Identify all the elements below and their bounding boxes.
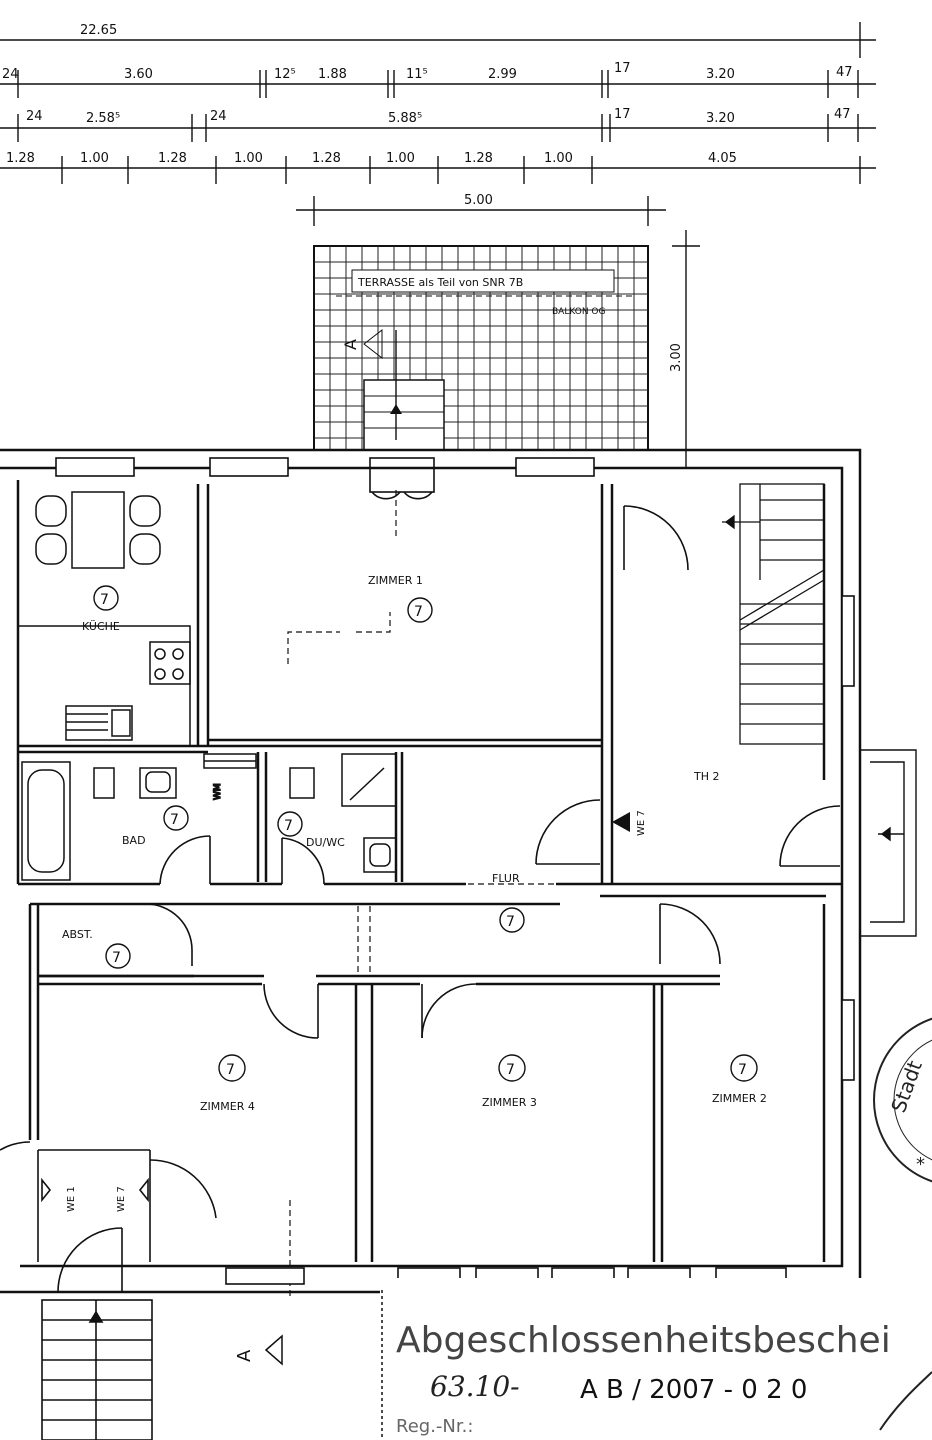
svg-text:1.00: 1.00 bbox=[80, 151, 109, 166]
svg-text:3.20: 3.20 bbox=[706, 111, 735, 126]
svg-text:11⁵: 11⁵ bbox=[406, 67, 428, 82]
svg-text:7: 7 bbox=[284, 818, 293, 834]
flur-label: FLUR bbox=[492, 872, 520, 885]
entrance-arrow-icon bbox=[612, 812, 630, 832]
svg-text:7: 7 bbox=[738, 1062, 747, 1078]
svg-text:4.05: 4.05 bbox=[708, 151, 737, 166]
svg-text:7: 7 bbox=[226, 1062, 235, 1078]
zimmer3-label: ZIMMER 3 bbox=[482, 1096, 537, 1109]
staircase bbox=[722, 483, 825, 745]
dim-terrace-width: 5.00 bbox=[464, 193, 493, 208]
th2-label: TH 2 bbox=[693, 770, 720, 783]
svg-text:Stadt: Stadt bbox=[886, 1057, 927, 1115]
svg-text:7: 7 bbox=[170, 812, 179, 828]
svg-text:1.00: 1.00 bbox=[544, 151, 573, 166]
svg-text:24: 24 bbox=[210, 109, 227, 124]
svg-text:47: 47 bbox=[834, 107, 851, 122]
dimension-labels: 22.65 24 3.60 12⁵ 1.88 11⁵ 2.99 17 3.20 … bbox=[2, 23, 853, 372]
svg-text:7: 7 bbox=[506, 1062, 515, 1078]
doors bbox=[57, 457, 841, 1293]
reg-label: Reg.-Nr.: bbox=[396, 1416, 473, 1437]
svg-text:2.58⁵: 2.58⁵ bbox=[86, 111, 120, 126]
right-annex bbox=[860, 749, 917, 937]
terrace-label: TERRASSE als Teil von SNR 7B bbox=[357, 276, 523, 289]
dimension-chains bbox=[0, 22, 876, 468]
certificate-block: Abgeschlossenheitsbeschei 63.10- A B / 2… bbox=[380, 1278, 932, 1440]
we7-label: WE 7 bbox=[636, 810, 647, 836]
svg-text:A: A bbox=[234, 1349, 255, 1362]
certificate-title: Abgeschlossenheitsbeschei bbox=[396, 1320, 891, 1361]
dim-total: 22.65 bbox=[80, 23, 117, 38]
bad-label: BAD bbox=[122, 834, 146, 847]
svg-text:12⁵: 12⁵ bbox=[274, 67, 296, 82]
svg-text:2.99: 2.99 bbox=[488, 67, 517, 82]
windows bbox=[55, 457, 855, 1285]
svg-text:24: 24 bbox=[2, 67, 19, 82]
svg-text:7: 7 bbox=[112, 950, 121, 966]
svg-text:7: 7 bbox=[414, 604, 423, 620]
dim-terrace-depth: 3.00 bbox=[669, 343, 684, 372]
bathroom-fixtures: WM bbox=[21, 753, 397, 881]
svg-text:1.28: 1.28 bbox=[6, 151, 35, 166]
wm-label: WM bbox=[213, 783, 223, 800]
svg-text:A: A bbox=[341, 339, 360, 350]
svg-text:1.28: 1.28 bbox=[464, 151, 493, 166]
svg-text:5.88⁵: 5.88⁵ bbox=[388, 111, 422, 126]
svg-text:7: 7 bbox=[100, 592, 109, 608]
svg-text:1.28: 1.28 bbox=[158, 151, 187, 166]
section-marker: A bbox=[234, 1334, 283, 1366]
svg-text:*: * bbox=[916, 1154, 925, 1175]
walls bbox=[0, 448, 862, 1294]
we1-label: WE 1 bbox=[66, 1186, 77, 1212]
kitchen-furniture bbox=[18, 491, 191, 746]
svg-text:1.28: 1.28 bbox=[312, 151, 341, 166]
abst-label: ABST. bbox=[62, 928, 93, 941]
zimmer2-label: ZIMMER 2 bbox=[712, 1092, 767, 1105]
svg-text:1.88: 1.88 bbox=[318, 67, 347, 82]
duwc-label: DU/WC bbox=[306, 836, 345, 849]
svg-text:47: 47 bbox=[836, 65, 853, 80]
svg-text:17: 17 bbox=[614, 61, 631, 76]
city-stamp: Stadt * bbox=[873, 1017, 932, 1183]
svg-text:7: 7 bbox=[506, 914, 515, 930]
terrace: TERRASSE als Teil von SNR 7B BALKON OG A bbox=[313, 245, 649, 451]
room-labels: 7 KÜCHE ZIMMER 1 7 TH 2 BAD 7 7 DU/WC FL… bbox=[62, 574, 767, 1212]
svg-text:1.00: 1.00 bbox=[386, 151, 415, 166]
svg-text:17: 17 bbox=[614, 107, 631, 122]
svg-text:3.20: 3.20 bbox=[706, 67, 735, 82]
kueche-label: KÜCHE bbox=[82, 620, 120, 633]
svg-text:1.00: 1.00 bbox=[234, 151, 263, 166]
zimmer4-label: ZIMMER 4 bbox=[200, 1100, 255, 1113]
svg-text:3.60: 3.60 bbox=[124, 67, 153, 82]
we7-left-label: WE 7 bbox=[116, 1186, 127, 1212]
balcony-label: BALKON OG bbox=[552, 307, 606, 317]
entrance bbox=[0, 1141, 153, 1440]
certificate-number: A B / 2007 - 0 2 0 bbox=[580, 1375, 807, 1405]
zimmer1-label: ZIMMER 1 bbox=[368, 574, 423, 587]
certificate-handwritten: 63.10- bbox=[430, 1370, 520, 1403]
svg-text:24: 24 bbox=[26, 109, 43, 124]
